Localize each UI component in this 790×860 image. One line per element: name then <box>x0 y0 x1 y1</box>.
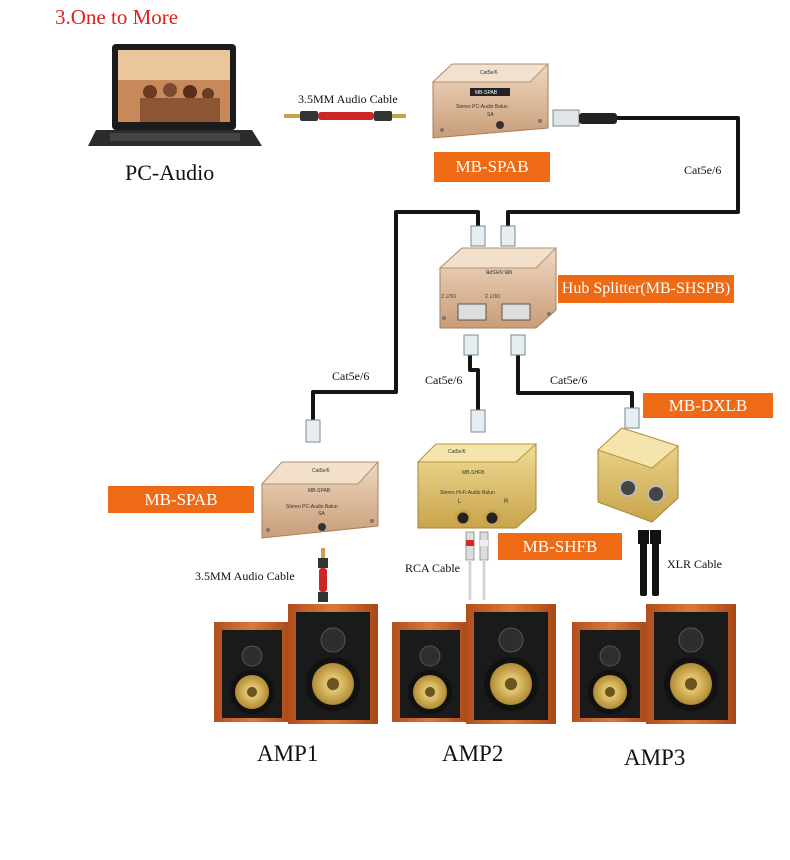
shfb-model-text: Stereo Hi-Fi Audio Balun <box>440 490 495 496</box>
speaker-set-amp2 <box>392 604 556 724</box>
xlr-cable <box>638 530 661 596</box>
hub-out3-text: OUT 3 <box>485 292 500 298</box>
hub-splitter-device <box>438 247 558 329</box>
cat-cable-left-label: Cat5e/6 <box>332 369 370 383</box>
cat-cable-top-label: Cat5e/6 <box>684 163 722 177</box>
spab-left-brand-text: MB-SPAB <box>308 488 331 494</box>
page-title: 3.One to More <box>55 5 179 29</box>
speaker-set-amp1 <box>214 604 378 724</box>
spab-top-brand-text: MB-SPAB <box>475 90 498 96</box>
cat-cable-right-label: Cat5e/6 <box>550 373 588 387</box>
spab-left-port-text: Cat5e/6 <box>312 468 330 474</box>
amp2-label: AMP2 <box>442 741 504 766</box>
hub-brand-text: MB-SHSPB <box>485 268 512 274</box>
shfb-port-text: Cat5e/6 <box>448 449 466 455</box>
shfb-l-text: L <box>458 499 462 505</box>
spab-top-sub-text: SA <box>487 112 494 118</box>
hub-splitter-label: Hub Splitter(MB-SHSPB) <box>558 275 734 303</box>
audio-cable-bottom <box>318 548 328 602</box>
pc-audio-caption: PC-Audio <box>125 160 215 185</box>
shfb-brand-text: MB-SHFB <box>462 470 485 476</box>
rj45-plugs <box>305 225 640 443</box>
spab-left-sub-text: SA <box>318 511 325 517</box>
shfb-label: MB-SHFB <box>498 533 622 560</box>
audio-cable-top <box>284 111 406 121</box>
spab-top-device <box>431 63 550 139</box>
hub-out2-text: OUT 2 <box>441 292 456 298</box>
dxlb-label: MB-DXLB <box>643 393 773 418</box>
speaker-set-amp3 <box>572 604 736 724</box>
dxlb-device <box>597 427 680 523</box>
spab-top-label: MB-SPAB <box>434 152 550 182</box>
audio-cable-top-label: 3.5MM Audio Cable <box>298 92 398 106</box>
laptop-icon <box>88 44 262 146</box>
audio-cable-bottom-label: 3.5MM Audio Cable <box>195 569 295 583</box>
amp1-label: AMP1 <box>257 741 319 766</box>
rj45-plug-top <box>552 109 617 127</box>
spab-left-label: MB-SPAB <box>108 486 254 513</box>
cat-cables <box>311 116 740 420</box>
xlr-cable-label: XLR Cable <box>667 557 722 571</box>
shfb-r-text: R <box>504 499 509 505</box>
spab-top-port-text: Cat5e/6 <box>480 70 498 76</box>
rca-cable <box>465 531 489 600</box>
rca-cable-label: RCA Cable <box>405 561 461 575</box>
spab-left-model-text: Stereo PC-Audio Balun <box>286 504 338 510</box>
amp3-label: AMP3 <box>624 745 686 770</box>
spab-left-device <box>260 461 380 539</box>
cat-cable-mid-label: Cat5e/6 <box>425 373 463 387</box>
shfb-device <box>416 443 538 529</box>
spab-top-model-text: Stereo PC-Audio Balun <box>456 104 508 110</box>
